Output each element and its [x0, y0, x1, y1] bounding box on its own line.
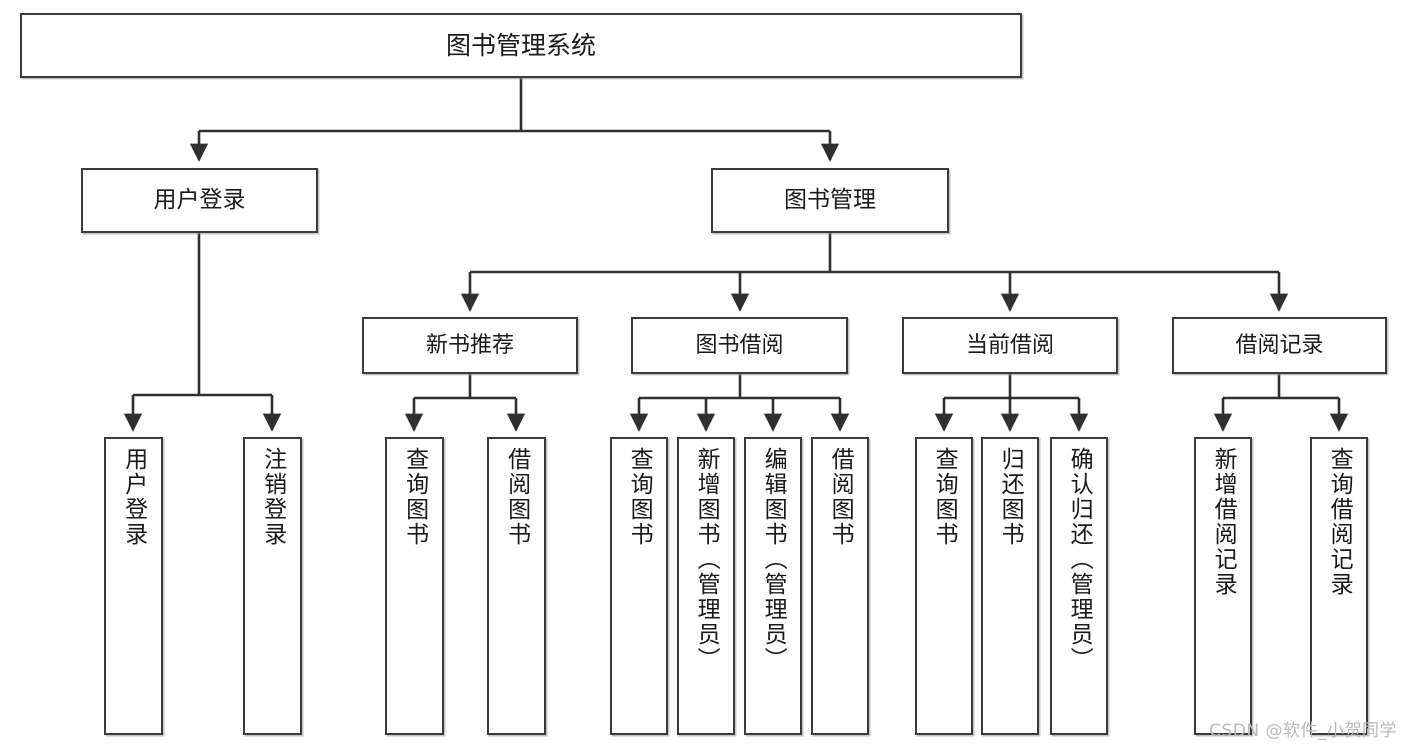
leaf-new-book-query-label: 查询图书 [401, 447, 428, 547]
leaf-user-login-login-label: 用户登录 [120, 447, 147, 547]
leaf-borrow-edit-book-admin[interactable]: 编辑图书（管理员） [744, 437, 802, 735]
node-current-borrow[interactable]: 当前借阅 [902, 317, 1118, 374]
leaf-user-login-logout[interactable]: 注销登录 [243, 437, 302, 735]
leaf-borrow-borrow-book[interactable]: 借阅图书 [811, 437, 869, 735]
leaf-current-confirm-return-admin[interactable]: 确认归还（管理员） [1050, 437, 1108, 735]
node-root[interactable]: 图书管理系统 [20, 13, 1022, 78]
leaf-current-return-book-label: 归还图书 [997, 447, 1024, 547]
node-book-borrow[interactable]: 图书借阅 [631, 317, 848, 374]
leaf-borrow-query-book-label: 查询图书 [626, 447, 653, 547]
leaf-current-confirm-return-admin-label: 确认归还（管理员） [1066, 447, 1093, 672]
leaf-new-book-query[interactable]: 查询图书 [385, 437, 444, 735]
leaf-records-add-record-label: 新增借阅记录 [1210, 447, 1237, 597]
node-book-management-label: 图书管理 [784, 186, 876, 213]
leaf-current-return-book[interactable]: 归还图书 [981, 437, 1039, 735]
node-book-management[interactable]: 图书管理 [711, 168, 949, 233]
node-current-borrow-label: 当前借阅 [965, 332, 1054, 358]
leaf-records-query-record-label: 查询借阅记录 [1326, 447, 1353, 597]
leaf-user-login-login[interactable]: 用户登录 [104, 437, 163, 735]
leaf-new-book-borrow[interactable]: 借阅图书 [487, 437, 546, 735]
leaf-records-add-record[interactable]: 新增借阅记录 [1194, 437, 1252, 735]
leaf-borrow-query-book[interactable]: 查询图书 [610, 437, 668, 735]
node-book-borrow-label: 图书借阅 [695, 332, 784, 358]
leaf-user-login-logout-label: 注销登录 [259, 447, 286, 547]
leaf-records-query-record[interactable]: 查询借阅记录 [1310, 437, 1368, 735]
node-user-login[interactable]: 用户登录 [81, 168, 318, 233]
node-new-book-recommend-label: 新书推荐 [425, 332, 514, 358]
node-root-label: 图书管理系统 [445, 30, 596, 60]
leaf-new-book-borrow-label: 借阅图书 [503, 447, 530, 547]
node-borrow-records-label: 借阅记录 [1235, 332, 1324, 358]
leaf-borrow-add-book-admin-label: 新增图书（管理员） [693, 447, 720, 672]
node-new-book-recommend[interactable]: 新书推荐 [362, 317, 578, 374]
node-borrow-records[interactable]: 借阅记录 [1172, 317, 1387, 374]
leaf-borrow-borrow-book-label: 借阅图书 [827, 447, 854, 547]
leaf-borrow-add-book-admin[interactable]: 新增图书（管理员） [677, 437, 735, 735]
csdn-watermark: CSDN @软件_小贺同学 [1209, 721, 1397, 741]
node-user-login-label: 用户登录 [153, 186, 246, 213]
leaf-current-query-book[interactable]: 查询图书 [915, 437, 973, 735]
leaf-current-query-book-label: 查询图书 [931, 447, 958, 547]
leaf-borrow-edit-book-admin-label: 编辑图书（管理员） [760, 447, 787, 672]
